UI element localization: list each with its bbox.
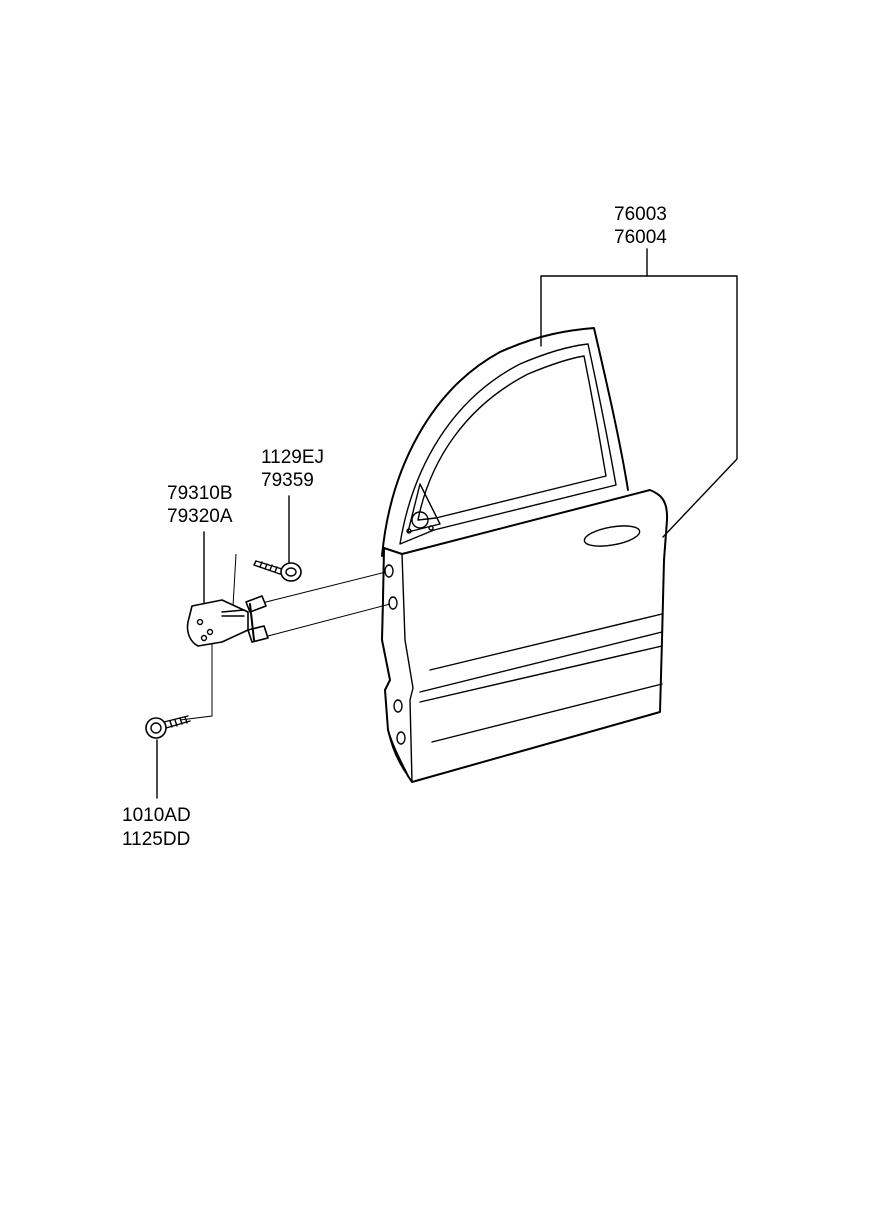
hinge-bolt-head-upper [280,562,302,582]
door-body-line-1 [429,613,663,671]
body-bolt-thread [169,716,188,728]
door-body-line-4 [431,683,663,743]
hinge-bolt-thread-upper [259,561,278,573]
door-hole-4 [396,731,406,745]
door-hole-3 [393,699,403,713]
door-part-number-2: 76004 [614,227,667,248]
hinge-detail-1 [221,609,245,613]
door-front-edge [401,553,414,783]
door-hinge-face [381,547,409,777]
hinge-bolt-shank-upper [253,560,283,575]
body-bolt-head [145,717,167,739]
hinge-body-plate [186,599,249,647]
door-leader-line [540,275,738,538]
hinge-to-door-bolt-callout: 1129EJ 79359 [261,447,324,567]
door-mirror-hole [411,511,429,529]
door-body-line-3 [419,645,663,703]
hinge-knuckle-lower [247,625,269,643]
hinge-bolt-hole-1 [196,618,204,626]
hinge-bolt-head-upper-inner [285,567,297,577]
door-mirror-screw-hole [406,528,412,534]
hinge-bolt-part-number-2: 79359 [261,470,314,491]
door-mirror-corner [407,483,441,533]
hinge-pin [249,603,255,641]
alignment-line-lower [267,603,391,637]
hinge-to-body-bolt-callout: 1010AD 1125DD [122,739,191,850]
door-body-line-2 [419,631,663,693]
door-callout: 76003 76004 [540,204,738,538]
door-hinge [186,595,269,647]
hinge-bolt-hole-3 [200,634,208,642]
hinge-callout: 79310B 79320A [167,483,233,607]
door-hinge-hole-lower [388,596,398,610]
hinge-part-number-2: 79320A [167,506,233,527]
door-handle-recess [583,525,641,547]
hinge-bolt-hole-2 [206,628,214,636]
front-door-assembly [381,327,669,783]
door-window-frame-outer [381,327,629,557]
alignment-line-bolt-lower [179,644,213,721]
alignment-line-upper [261,571,387,604]
door-window-glass [417,355,607,521]
door-window-frame-inner [399,343,617,545]
door-hinge-hole-upper [384,564,394,578]
hinge-to-body-bolt [145,715,191,739]
hinge-part-number-1: 79310B [167,483,233,504]
hinge-bolt-part-number-1: 1129EJ [261,447,324,468]
door-part-number-1: 76003 [614,204,667,225]
body-bolt-part-number-2: 1125DD [122,829,190,850]
body-bolt-head-inner [150,722,162,734]
body-bolt-part-number-1: 1010AD [122,805,191,826]
hinge-to-door-bolt [253,560,302,582]
door-mirror-screw-hole-2 [428,525,434,531]
